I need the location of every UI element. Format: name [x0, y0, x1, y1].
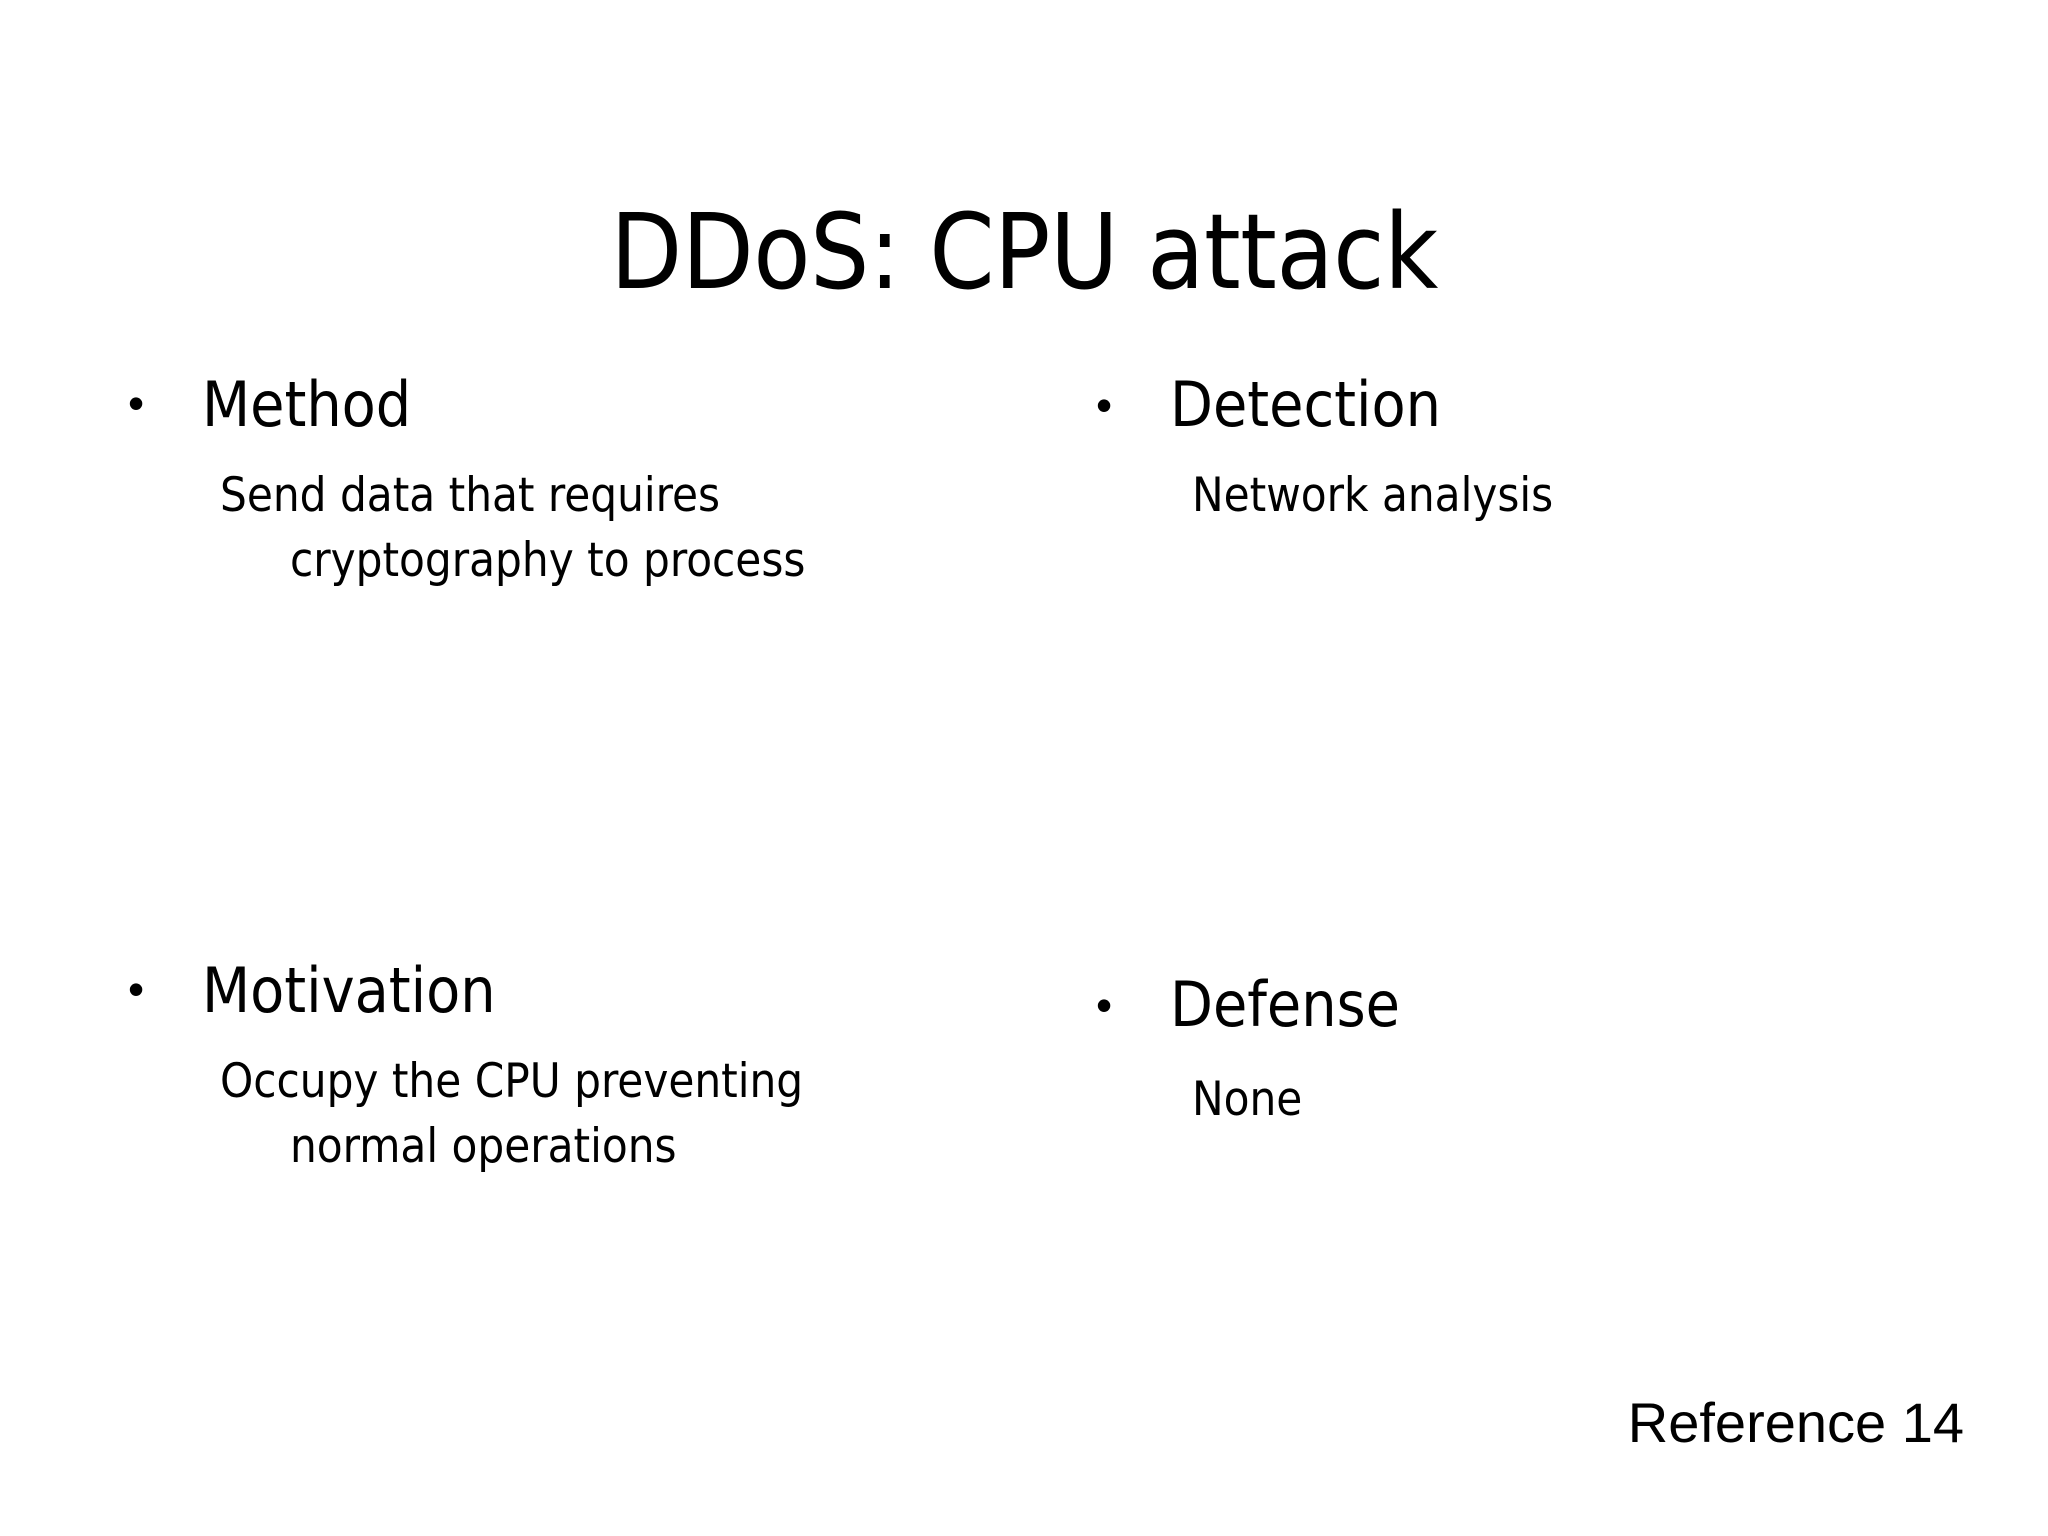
right-column: • Detection Network analysis • Defense N…: [1024, 0, 2048, 1536]
bullet-detail-motivation: Occupy the CPU preventing normal operati…: [220, 1054, 804, 1174]
bullet-row-defense: • Defense: [1072, 968, 1972, 1042]
bullet-detail-detection: Network analysis: [1192, 468, 1554, 523]
bullet-block-motivation: • Motivation Occupy the CPU preventing n…: [110, 954, 970, 1180]
bullet-row-motivation: • Motivation: [110, 954, 970, 1028]
bullet-block-detection: • Detection Network analysis: [1072, 368, 1972, 529]
bullet-label-defense: Defense: [1170, 968, 1400, 1041]
bullet-label-motivation: Motivation: [202, 954, 496, 1027]
reference-note: Reference 14: [1627, 1391, 1964, 1454]
bullet-point-icon: •: [1096, 979, 1113, 1031]
bullet-block-defense: • Defense None: [1072, 968, 1972, 1133]
bullet-row-detection: • Detection: [1072, 368, 1972, 442]
bullet-point-icon: •: [1096, 379, 1113, 431]
bullet-point-icon: •: [128, 377, 145, 429]
bullet-label-method: Method: [202, 368, 412, 441]
bullet-detail-defense: None: [1192, 1072, 1303, 1127]
left-column: • Method Send data that requires cryptog…: [110, 368, 970, 1180]
bullet-point-icon: •: [128, 963, 145, 1015]
bullet-detail-method: Send data that requires cryptography to …: [220, 468, 806, 588]
bullet-row-method: • Method: [110, 368, 970, 442]
bullet-label-detection: Detection: [1170, 368, 1441, 441]
bullet-block-method: • Method Send data that requires cryptog…: [110, 368, 970, 594]
page-title: DDoS: CPU attack: [610, 190, 1438, 313]
